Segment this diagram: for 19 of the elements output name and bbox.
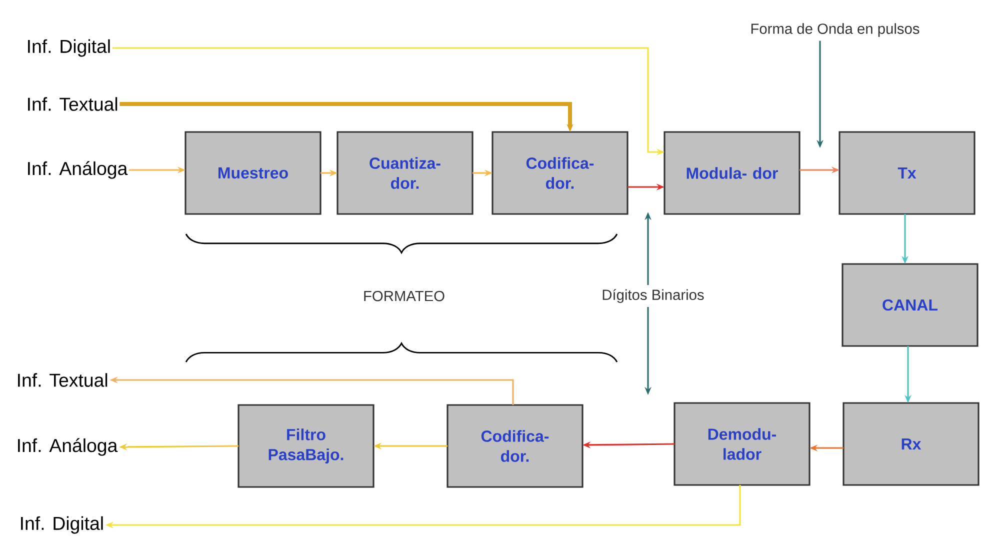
process-box: Codifica- dor.: [446, 404, 584, 488]
signal-label: Inf. Textual: [28, 97, 118, 111]
signal-label: Inf. Análoga: [18, 438, 118, 456]
process-box: CANAL: [842, 263, 978, 347]
process-box: Codifica- dor.: [492, 131, 628, 215]
section-label: FORMATEO: [364, 290, 444, 302]
process-box: Tx: [838, 131, 976, 215]
annotation-label: Dígitos Binarios: [602, 289, 704, 303]
signal-label: Inf. Textual: [18, 373, 108, 387]
process-box: Rx: [842, 402, 980, 486]
process-box: Modula- dor: [664, 131, 800, 215]
signal-label: Inf. Digital: [28, 39, 110, 57]
annotation-label: Forma de Onda en pulsos: [751, 23, 920, 37]
process-box: Cuantiza- dor.: [336, 131, 474, 215]
process-box: Demodu- lador: [674, 402, 810, 486]
signal-label: Inf. Análoga: [28, 161, 128, 179]
signal-label: Inf. Digital: [21, 516, 103, 534]
process-box: Muestreo: [184, 131, 322, 215]
process-box: Filtro PasaBajo.: [238, 404, 374, 488]
